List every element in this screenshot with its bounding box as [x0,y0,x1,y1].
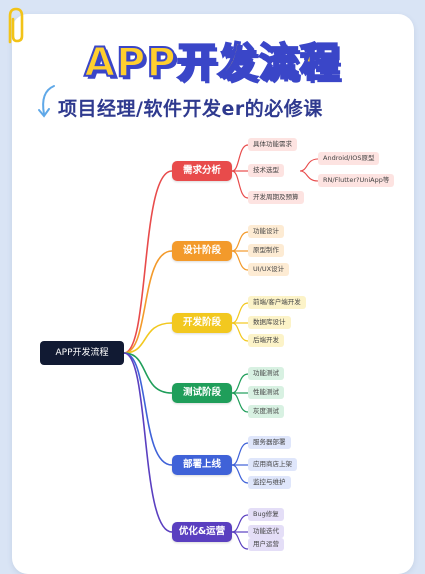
leaf-node: 具体功能需求 [248,138,297,151]
stage-design: 设计阶段 [172,241,232,261]
leaf-node: UI/UX设计 [248,263,290,276]
leaf-node: Bug修复 [248,508,284,521]
leaf-node: 用户运营 [248,538,284,551]
leaf-node: 前端/客户端开发 [248,296,306,309]
leaf-node: 灰度测试 [248,405,284,418]
leaf-node: 服务器部署 [248,436,291,449]
root-node: APP开发流程 [40,341,124,365]
leaf-node: 数据库设计 [248,316,291,329]
sub-leaf-node: Android/IOS原型 [318,152,380,165]
leaf-node: 技术选型 [248,164,284,177]
stage-testing: 测试阶段 [172,383,232,403]
leaf-node: 后端开发 [248,334,284,347]
stage-deployment: 部署上线 [172,455,232,475]
stage-optimization-operation: 优化&运营 [172,522,232,542]
leaf-node: 功能迭代 [248,525,284,538]
content-card [12,14,414,574]
leaf-node: 性能测试 [248,386,284,399]
page-title: APP开发流程 [83,39,341,87]
paperclip-icon [8,7,24,44]
leaf-node: 功能测试 [248,367,284,380]
curved-arrow-icon [38,85,55,118]
leaf-node: 开发周期及预算 [248,191,304,204]
leaf-node: 监控与维护 [248,476,291,489]
page-subtitle: 项目经理/软件开发er的必修课 [58,98,323,120]
leaf-node: 应用商店上架 [248,458,297,471]
stage-requirements-analysis: 需求分析 [172,161,232,181]
sub-leaf-node: RN/Flutter?UniApp等 [318,174,395,187]
stage-development: 开发阶段 [172,313,232,333]
leaf-node: 功能设计 [248,225,284,238]
leaf-node: 原型制作 [248,244,284,257]
